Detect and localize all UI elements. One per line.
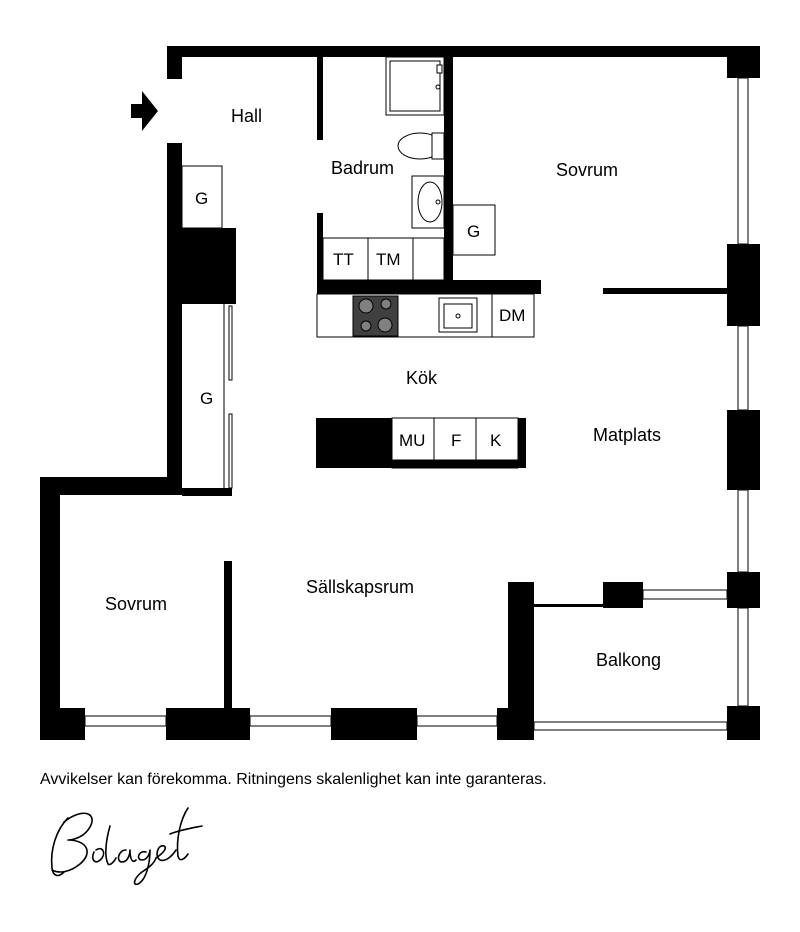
fixture-label-k: K: [490, 431, 502, 450]
room-label-sallskapsrum: Sällskapsrum: [306, 577, 414, 597]
balcony-window: [642, 589, 728, 600]
closet-sliding-doors: [223, 304, 233, 489]
fixture-label-g-bath: G: [467, 222, 480, 241]
room-label-balkong: Balkong: [596, 650, 661, 670]
room-label-sovrum-2: Sovrum: [105, 594, 167, 614]
room-label-kok: Kök: [406, 368, 438, 388]
fixture-label-g-closet: G: [200, 389, 213, 408]
floor-plan: Hall Badrum Sovrum Kök Matplats Sovrum S…: [40, 46, 760, 740]
fixture-label-tm: TM: [376, 250, 401, 269]
fixture-label-g-hall: G: [195, 189, 208, 208]
fixture-label-tt: TT: [333, 250, 354, 269]
toilet: [397, 132, 445, 160]
hall-wardrobe: [181, 165, 223, 229]
outer-walls: [40, 46, 760, 740]
bolaget-logo: [50, 807, 203, 886]
stove: [352, 295, 399, 337]
inner-walls: [182, 57, 727, 712]
fixture-label-f: F: [451, 431, 461, 450]
entrance-arrow-icon: [131, 91, 158, 131]
kitchen-sink: [438, 297, 478, 333]
fixture-label-mu: MU: [399, 431, 425, 450]
fixture-label-dm: DM: [499, 306, 525, 325]
windows-bottom: [84, 715, 728, 731]
room-label-hall: Hall: [231, 106, 262, 126]
windows-right: [737, 77, 749, 707]
shower: [385, 56, 445, 116]
bath-wardrobe: [452, 204, 496, 256]
kitchen-island: [391, 417, 526, 469]
room-label-badrum: Badrum: [331, 158, 394, 178]
laundry-counter: [322, 237, 445, 281]
disclaimer-text: Avvikelser kan förekomma. Ritningens ska…: [40, 771, 547, 788]
room-label-sovrum-1: Sovrum: [556, 160, 618, 180]
room-label-matplats: Matplats: [593, 425, 661, 445]
bathroom-sink: [411, 175, 445, 229]
